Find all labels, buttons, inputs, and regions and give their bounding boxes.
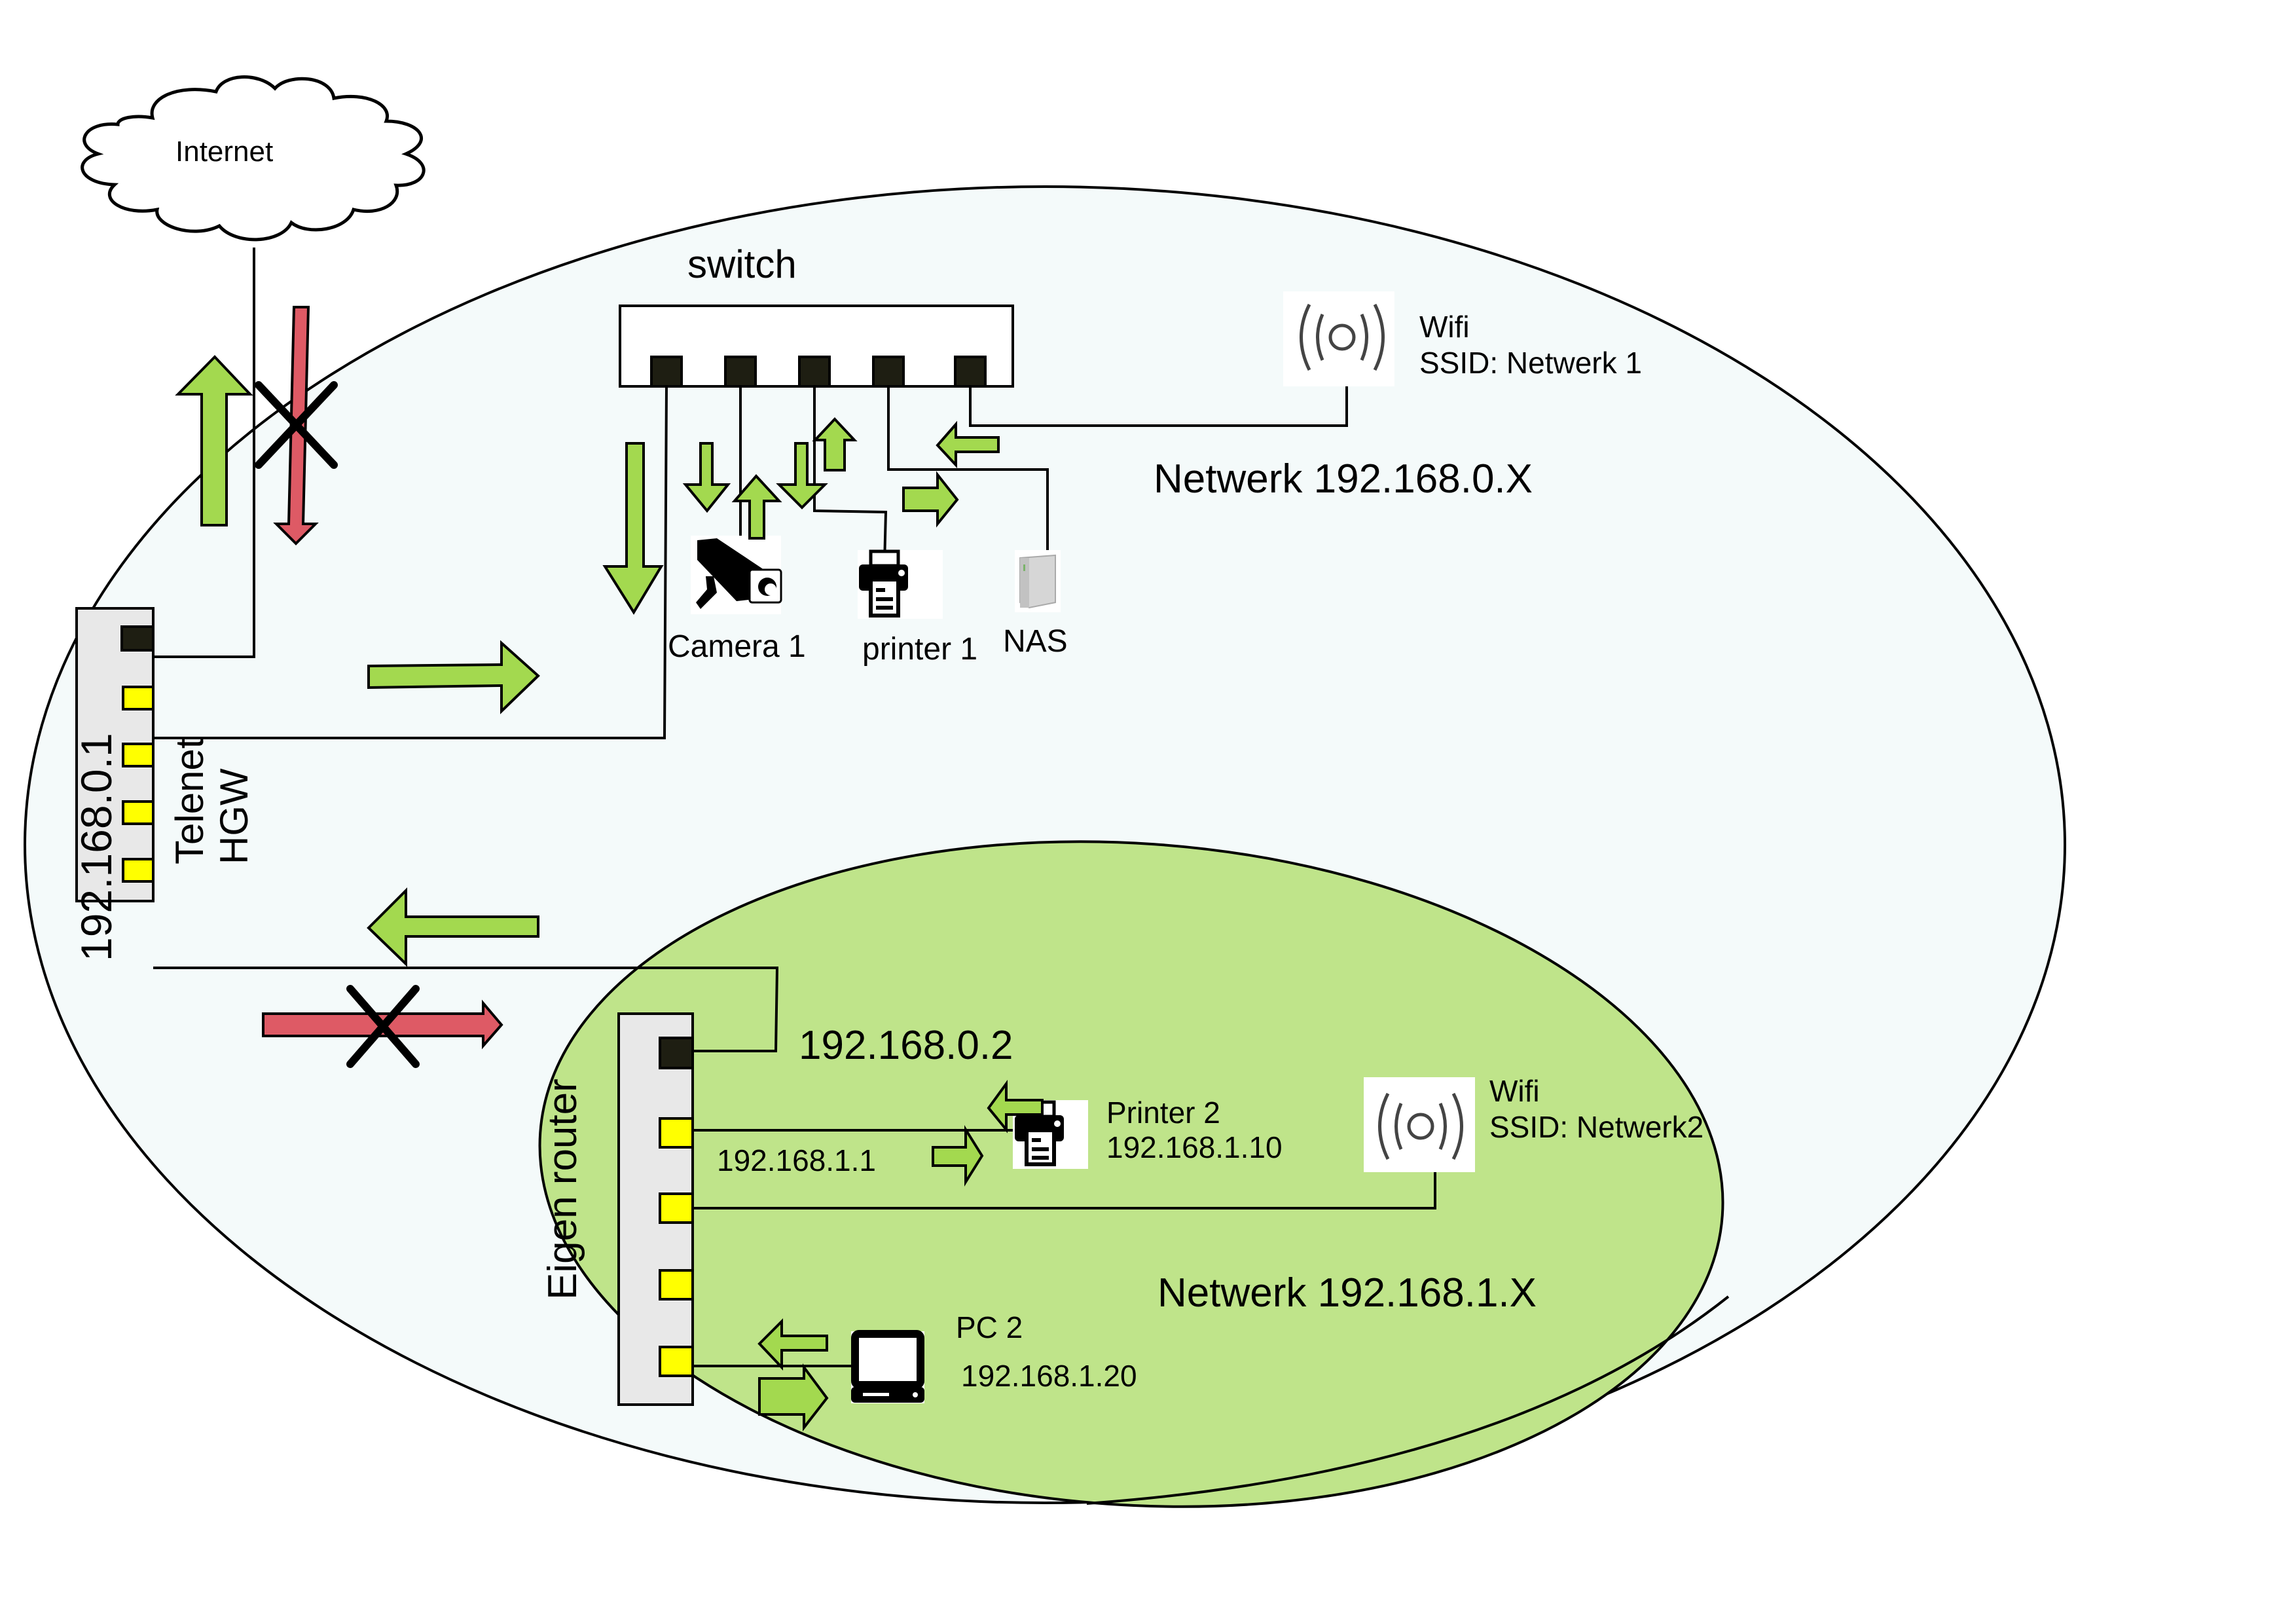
arrow-switch-to-printer1 — [776, 442, 828, 509]
arrow-switch-to-hgw-down — [602, 442, 664, 615]
switch-port-4[interactable] — [872, 356, 905, 388]
arrow-switch-to-camera — [682, 442, 731, 513]
eigen-lan-port-3[interactable] — [659, 1269, 694, 1301]
internet-cloud[interactable]: Internet — [81, 75, 426, 242]
inner-network-zone — [538, 840, 1724, 1508]
hgw-lan-port-1[interactable] — [122, 686, 155, 710]
arrow-printer1-to-switch — [812, 417, 858, 471]
printer-icon — [859, 549, 908, 618]
wire-switch-wifi1 — [969, 367, 1348, 427]
eigen-lan-port-4[interactable] — [659, 1346, 694, 1377]
wifi-1-line1: Wifi — [1419, 310, 1470, 344]
wires — [136, 248, 1436, 1367]
switch-label: switch — [687, 242, 797, 286]
eigen-router[interactable]: Eigen router 192.168.0.2 192.168.1.1 — [540, 1012, 1013, 1406]
arrow-pc2-to-eigen — [757, 1318, 828, 1371]
cloud-icon — [81, 75, 426, 242]
outer-network-boundary-overlay — [1086, 1295, 1730, 1505]
nas-icon — [1019, 554, 1056, 609]
eigen-router-name: Eigen router — [540, 1079, 585, 1300]
wire-switch-printer1 — [813, 386, 888, 564]
wifi-broadcast-icon — [1300, 303, 1385, 371]
wifi-2[interactable]: Wifi SSID: Netwerk2 — [1364, 1074, 1704, 1172]
printer-2-ip: 192.168.1.10 — [1106, 1130, 1283, 1164]
wire-eigen-wifi2 — [693, 1172, 1436, 1209]
eigen-wan-port[interactable] — [659, 1037, 694, 1069]
blocked-x-icon — [346, 985, 420, 1068]
arrow-printer2-to-eigen — [987, 1079, 1044, 1134]
wire-switch-nas — [887, 386, 1049, 593]
wifi-broadcast-icon — [1378, 1092, 1463, 1160]
hgw-name-line2: HGW — [212, 768, 256, 864]
switch-port-3[interactable] — [798, 356, 831, 388]
arrow-eigen-to-hgw — [367, 887, 539, 967]
wire-hgw-eigen — [153, 967, 779, 1052]
pc-2-name: PC 2 — [956, 1310, 1023, 1344]
hgw-lan-port-3[interactable] — [122, 800, 155, 825]
eigen-wan-ip: 192.168.0.2 — [799, 1023, 1013, 1068]
arrow-hgw-to-internet — [175, 355, 253, 526]
hgw-name-line1: Telenet — [168, 737, 211, 864]
switch-port-2[interactable] — [724, 356, 757, 388]
hgw-lan-port-2[interactable] — [122, 743, 155, 767]
pc-2-ip: 192.168.1.20 — [961, 1359, 1137, 1393]
telenet-hgw[interactable]: 192.168.0.1 Telenet HGW — [72, 607, 256, 961]
inner-network-label: Netwerk 192.168.1.X — [1157, 1270, 1537, 1316]
arrow-hgw-to-switch — [367, 640, 540, 714]
computer-icon — [851, 1330, 924, 1403]
arrow-eigen-to-printer2 — [932, 1125, 984, 1187]
arrow-eigen-to-pc2 — [758, 1363, 829, 1431]
eigen-lan-port-1[interactable] — [659, 1117, 694, 1149]
printer-1-label: printer 1 — [862, 632, 977, 667]
wire-internet-hgw — [153, 248, 255, 658]
wire-hgw-switch — [136, 386, 668, 739]
cctv-camera-icon — [696, 538, 782, 609]
pc-2[interactable]: PC 2 192.168.1.20 — [851, 1310, 1137, 1403]
hgw-ip-label: 192.168.0.1 — [72, 733, 120, 961]
camera-1-label: Camera 1 — [668, 629, 806, 664]
printer-2-name: Printer 2 — [1106, 1096, 1220, 1130]
camera-1[interactable]: Camera 1 — [668, 536, 806, 664]
printer-1[interactable]: printer 1 — [858, 549, 977, 667]
hgw-lan-port-4[interactable] — [122, 858, 155, 883]
hgw-wan-port[interactable] — [120, 625, 155, 652]
switch-port-5[interactable] — [954, 356, 987, 388]
switch-port-1[interactable] — [650, 356, 683, 388]
eigen-lan-port-2[interactable] — [659, 1192, 694, 1224]
arrow-switch-to-nas — [902, 471, 959, 528]
internet-label: Internet — [175, 136, 273, 168]
nas-label: NAS — [1003, 624, 1068, 659]
wifi-2-line2: SSID: Netwerk2 — [1489, 1110, 1704, 1144]
arrow-camera-to-switch — [731, 474, 782, 540]
wifi-2-line1: Wifi — [1489, 1074, 1540, 1108]
switch[interactable]: switch — [619, 242, 1014, 388]
blocked-x-icon — [255, 381, 338, 469]
traffic-arrows — [175, 306, 1044, 1431]
nas[interactable]: NAS — [1003, 550, 1068, 659]
wifi-1-line2: SSID: Netwerk 1 — [1419, 346, 1642, 380]
outer-network-label: Netwerk 192.168.0.X — [1154, 456, 1533, 502]
eigen-lan-ip: 192.168.1.1 — [717, 1143, 876, 1177]
arrow-nas-to-switch — [936, 420, 1000, 469]
wifi-1[interactable]: Wifi SSID: Netwerk 1 — [1283, 291, 1642, 386]
